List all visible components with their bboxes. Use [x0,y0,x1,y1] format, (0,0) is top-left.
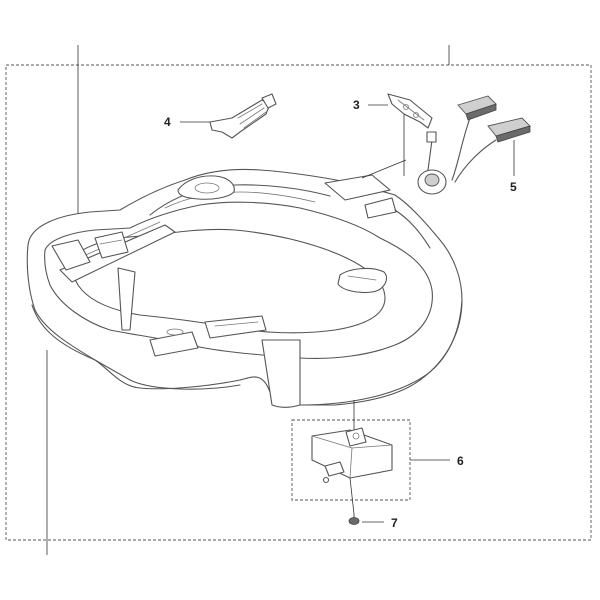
part-5-switch-cable [417,95,531,195]
assembly-frame [5,64,592,541]
chassis-body [26,168,463,408]
callout-7: 7 [391,516,398,530]
callout-5: 5 [510,180,517,194]
leader-6-7 [349,477,355,515]
callout-6: 6 [457,454,464,468]
part-7-screw [348,513,360,525]
part-4-latch [209,93,277,139]
leader-3-body [361,159,407,179]
callout-3: 3 [353,98,360,112]
callout-4: 4 [164,115,171,129]
part-3-bracket [387,93,433,129]
